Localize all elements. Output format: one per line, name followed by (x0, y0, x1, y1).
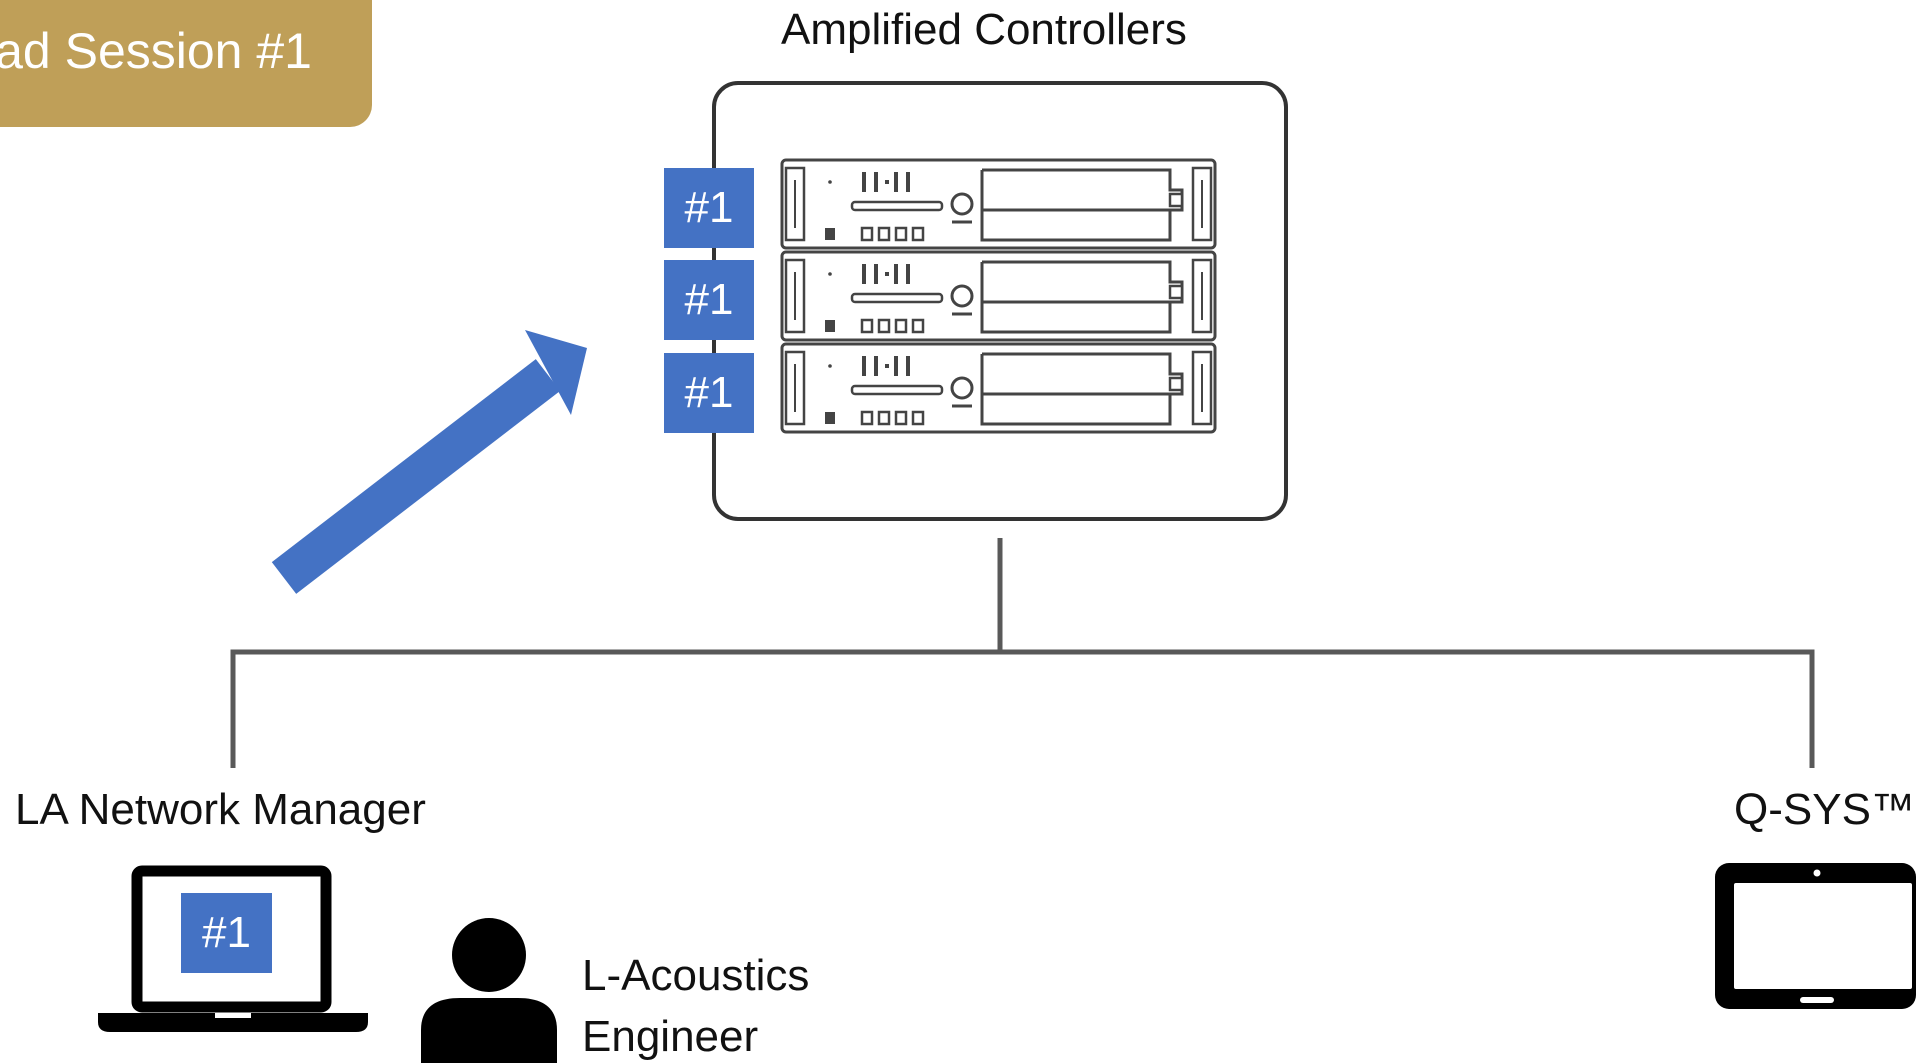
person-icon (421, 918, 557, 1063)
network-lines (230, 538, 1815, 768)
laptop-badge: #1 (181, 893, 272, 973)
group-title: Amplified Controllers (781, 5, 1187, 54)
amp-badge-1: #1 (664, 168, 754, 248)
tablet-icon (1715, 863, 1916, 1009)
session-tag: ad Session #1 (0, 0, 372, 127)
engineer-label-line1: L-Acoustics (582, 951, 810, 1000)
session-tag-label: ad Session #1 (0, 23, 312, 79)
amp-badge-3: #1 (664, 353, 754, 433)
amplifier-rack-icon (780, 158, 1217, 434)
arrow-icon (271, 330, 587, 594)
amp-badge-2: #1 (664, 260, 754, 340)
left-node-label: LA Network Manager (15, 785, 426, 834)
engineer-label-line2: Engineer (582, 1012, 759, 1061)
right-node-label: Q-SYS™ (1734, 785, 1915, 834)
